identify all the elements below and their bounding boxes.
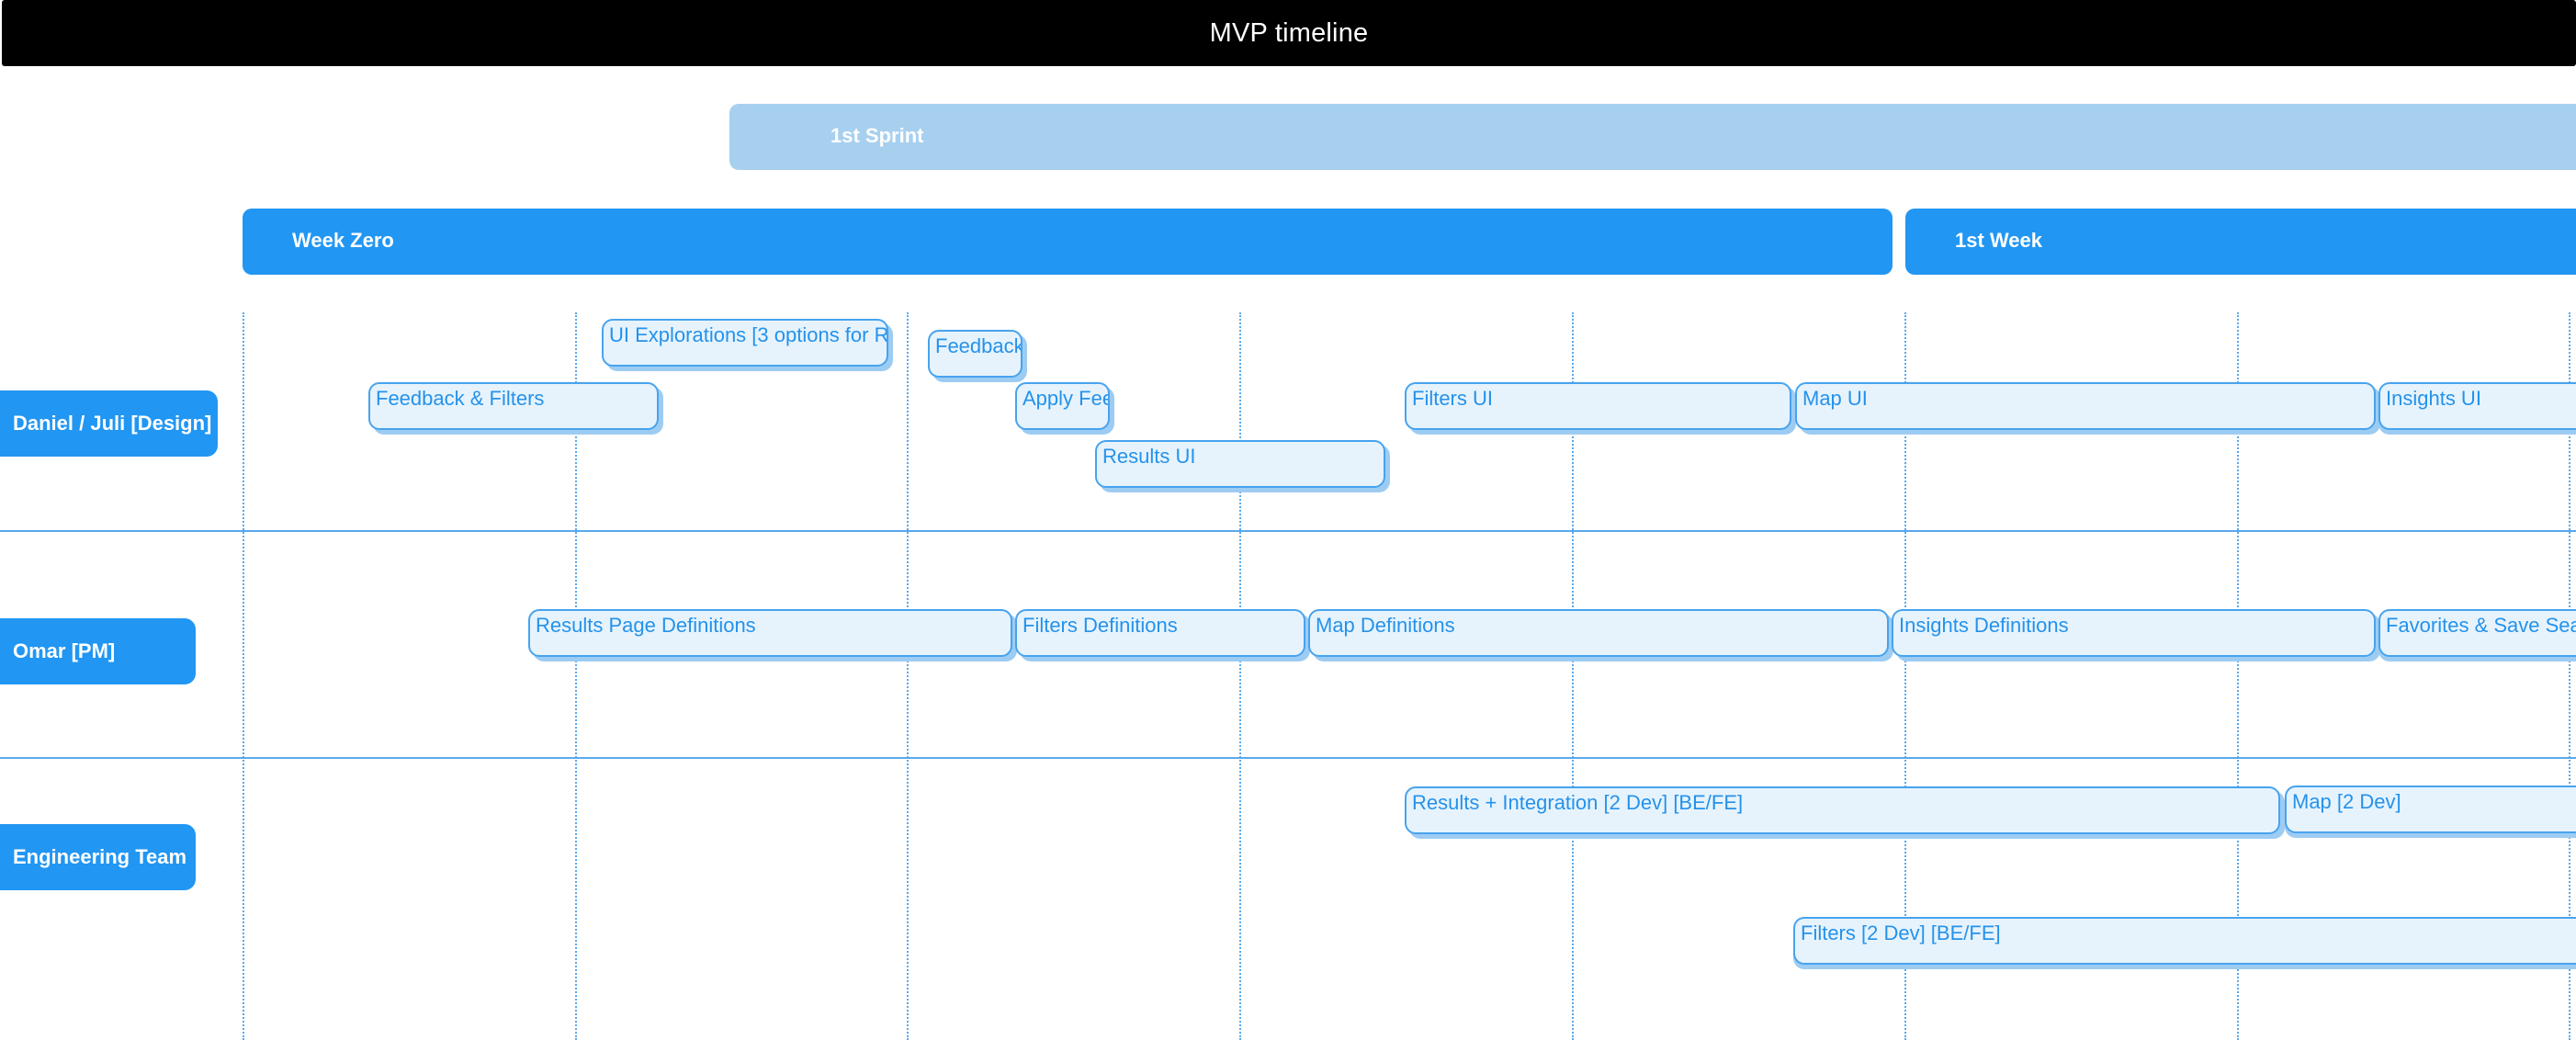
task-map-dev[interactable]: Map [2 Dev] (2285, 786, 2576, 833)
task-label: Feedback (935, 334, 1022, 357)
day-gridline (2237, 312, 2239, 1040)
day-gridline (1572, 312, 1574, 1040)
task-label: Insights Definitions (1899, 614, 2069, 637)
task-label: Feedback & Filters (376, 387, 545, 410)
row-separator (0, 757, 2576, 759)
task-label: Map [2 Dev] (2292, 790, 2401, 813)
task-label: Map UI (1802, 387, 1868, 410)
task-label: Insights UI (2386, 387, 2481, 410)
task-results-integration[interactable]: Results + Integration [2 Dev] [BE/FE] (1405, 786, 2280, 834)
task-ui-explorations[interactable]: UI Explorations [3 options for R (602, 319, 888, 367)
day-gridline (1239, 312, 1241, 1040)
task-label: Favorites & Save Sea (2386, 614, 2576, 637)
task-label: Map Definitions (1316, 614, 1455, 637)
task-label: Filters Definitions (1022, 614, 1178, 637)
task-label: Apply Fee (1022, 387, 1110, 410)
row-label-text: Omar [PM] (13, 639, 116, 662)
day-gridline (575, 312, 577, 1040)
week-label: Week Zero (292, 229, 394, 252)
row-label-text: Daniel / Juli [Design] (13, 412, 212, 435)
day-gridline (1904, 312, 1906, 1040)
task-label: UI Explorations [3 options for R (609, 323, 888, 346)
first-week-band[interactable]: 1st Week (1905, 209, 2576, 275)
row-label-design: Daniel / Juli [Design] (0, 390, 218, 457)
task-map-ui[interactable]: Map UI (1795, 382, 2376, 430)
task-insights-ui[interactable]: Insights UI (2378, 382, 2576, 430)
page-title: MVP timeline (1209, 17, 1369, 48)
task-label: Results Page Definitions (536, 614, 756, 637)
task-apply-feedback[interactable]: Apply Fee (1015, 382, 1110, 430)
task-results-ui[interactable]: Results UI (1095, 440, 1385, 488)
task-filters-definitions[interactable]: Filters Definitions (1015, 609, 1305, 657)
task-label: Results UI (1102, 445, 1196, 468)
task-favorites-save-search[interactable]: Favorites & Save Sea (2378, 609, 2576, 657)
week-zero-band[interactable]: Week Zero (243, 209, 1892, 275)
task-label: Results + Integration [2 Dev] [BE/FE] (1412, 791, 1744, 814)
sprint-label: 1st Sprint (830, 124, 924, 147)
task-label: Filters [2 Dev] [BE/FE] (1801, 921, 2001, 944)
task-feedback-filters[interactable]: Feedback & Filters (368, 382, 659, 430)
day-gridline (907, 312, 909, 1040)
week-label: 1st Week (1955, 229, 2042, 252)
task-map-definitions[interactable]: Map Definitions (1308, 609, 1889, 657)
task-filters-dev[interactable]: Filters [2 Dev] [BE/FE] (1793, 917, 2576, 965)
row-label-text: Engineering Team (13, 845, 187, 868)
task-results-page-definitions[interactable]: Results Page Definitions (528, 609, 1012, 657)
row-separator (0, 530, 2576, 532)
day-gridline (2569, 312, 2570, 1040)
row-label-engineering: Engineering Team (0, 824, 196, 890)
title-bar: MVP timeline (2, 0, 2576, 66)
task-label: Filters UI (1412, 387, 1493, 410)
task-insights-definitions[interactable]: Insights Definitions (1892, 609, 2376, 657)
day-gridline (243, 312, 244, 1040)
task-filters-ui[interactable]: Filters UI (1405, 382, 1791, 430)
task-feedback[interactable]: Feedback (928, 330, 1022, 378)
sprint-band[interactable]: 1st Sprint (729, 104, 2576, 170)
row-label-pm: Omar [PM] (0, 618, 196, 684)
